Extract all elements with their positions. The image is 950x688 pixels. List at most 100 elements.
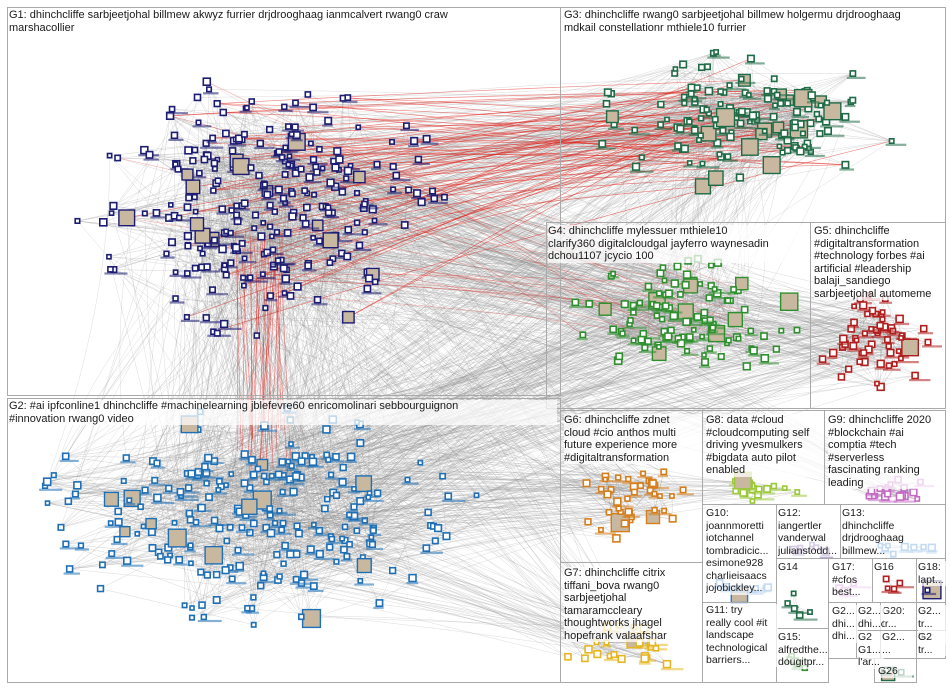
network-node: [315, 237, 323, 245]
network-node: [185, 179, 201, 195]
network-node: [152, 209, 161, 217]
network-node: [328, 535, 336, 543]
network-node: [141, 486, 149, 494]
network-edge: [118, 486, 222, 523]
node-label-mark: [767, 488, 792, 492]
network-node: [851, 303, 857, 310]
network-edge: [291, 163, 663, 320]
network-edge: [296, 207, 308, 478]
network-node: [653, 312, 661, 319]
network-edge: [223, 265, 309, 325]
network-edge: [622, 330, 751, 334]
network-node: [605, 508, 613, 516]
network-node: [297, 613, 305, 621]
node-label-mark: [230, 251, 253, 254]
network-node: [924, 587, 931, 594]
network-edge: [214, 133, 227, 241]
network-node: [693, 312, 702, 321]
network-edge: [264, 183, 625, 305]
network-node: [255, 171, 263, 180]
network-node: [356, 558, 372, 574]
network-node: [282, 144, 289, 151]
network-node: [341, 523, 349, 531]
network-edge: [198, 180, 220, 482]
network-node: [106, 152, 113, 159]
network-node: [120, 477, 127, 485]
network-node: [682, 317, 691, 326]
node-label-mark: [278, 109, 293, 112]
network-node: [711, 115, 719, 123]
network-edge: [267, 167, 336, 195]
network-edge: [108, 256, 669, 337]
network-node: [841, 112, 850, 121]
network-node: [249, 519, 258, 528]
network-edge: [214, 163, 245, 286]
network-edge: [292, 193, 361, 425]
network-node: [251, 211, 260, 219]
network-node: [676, 290, 684, 298]
network-node: [919, 324, 928, 333]
network-edge: [270, 295, 619, 361]
network-edge: [313, 194, 360, 246]
network-edge: [75, 474, 284, 495]
network-node: [883, 336, 891, 344]
network-edge: [225, 274, 315, 525]
network-node: [564, 652, 572, 661]
network-node: [351, 485, 357, 492]
network-edge: [192, 267, 220, 529]
node-label-mark: [758, 362, 779, 365]
node-label-mark: [264, 299, 278, 302]
network-node: [181, 602, 188, 609]
network-edge: [251, 149, 320, 609]
network-node: [724, 153, 732, 161]
network-edge: [319, 51, 717, 242]
network-edge: [267, 176, 360, 253]
network-node: [197, 245, 203, 252]
network-node: [708, 170, 724, 187]
node-label-mark: [123, 503, 136, 506]
network-node: [278, 458, 287, 466]
network-edge: [201, 161, 286, 268]
network-edge: [243, 123, 741, 279]
network-node: [895, 314, 904, 324]
network-node: [884, 490, 892, 498]
network-node: [664, 289, 673, 298]
network-edge: [232, 150, 659, 346]
node-label-mark: [858, 336, 874, 339]
network-node: [390, 186, 397, 193]
network-edge: [313, 87, 698, 108]
network-edge: [177, 537, 346, 541]
node-label-mark: [311, 303, 328, 306]
network-node: [683, 347, 691, 355]
network-node: [816, 130, 824, 138]
network-node: [118, 209, 136, 227]
network-edge: [195, 522, 261, 586]
node-label-mark: [674, 132, 698, 135]
network-edge: [224, 173, 296, 266]
network-node: [279, 488, 286, 496]
network-edge: [301, 461, 372, 538]
network-node: [343, 252, 352, 261]
network-edge: [202, 253, 207, 318]
group-label-g16: G16: [874, 561, 914, 574]
node-label-mark: [373, 606, 384, 609]
network-node: [657, 100, 665, 108]
node-label-mark: [353, 248, 372, 251]
network-edge: [266, 189, 409, 482]
network-edge: [261, 236, 292, 466]
node-label-mark: [894, 500, 916, 503]
network-edge: [875, 314, 890, 366]
network-node: [837, 373, 846, 381]
network-node: [716, 151, 723, 158]
network-node: [885, 343, 892, 350]
network-node: [713, 49, 719, 55]
network-node: [244, 104, 250, 111]
network-node: [203, 263, 211, 271]
network-node: [327, 471, 335, 478]
network-node: [373, 489, 382, 497]
node-label-mark: [175, 498, 199, 501]
network-node: [308, 457, 318, 466]
network-node: [200, 613, 207, 621]
network-edge: [226, 231, 661, 274]
network-node: [235, 561, 244, 571]
